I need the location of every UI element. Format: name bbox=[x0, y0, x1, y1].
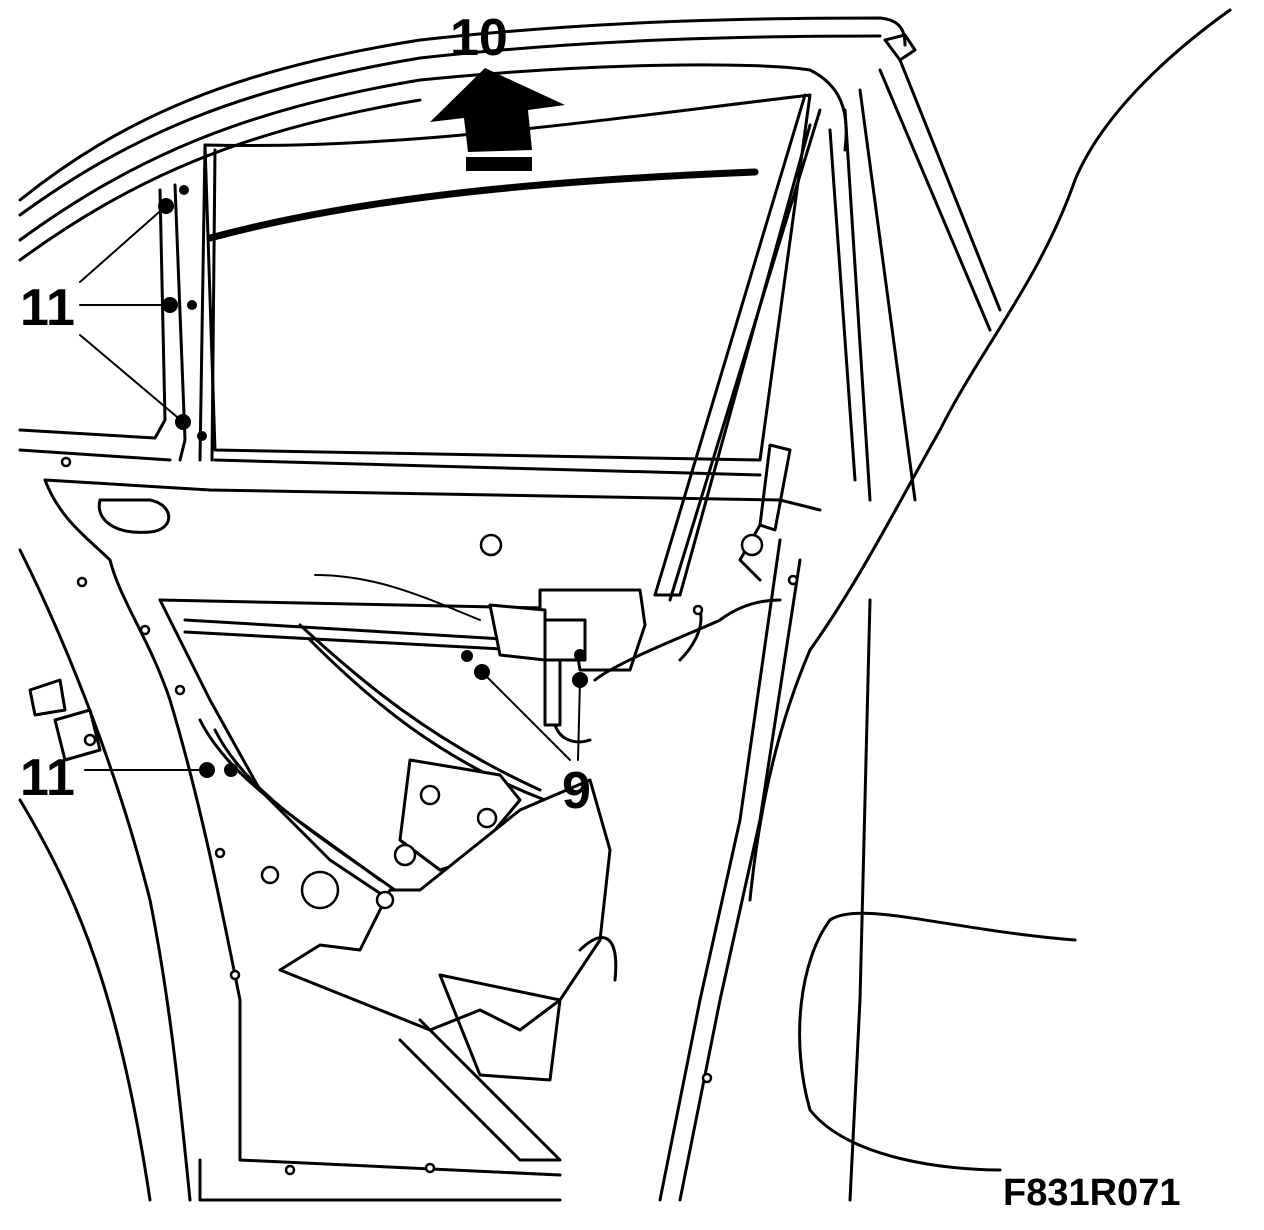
lower-bracket bbox=[278, 778, 612, 1032]
inner-panel bbox=[18, 478, 1077, 1202]
callout-9: 9 bbox=[562, 762, 591, 820]
up-arrow-icon bbox=[430, 68, 565, 152]
window-glass bbox=[198, 93, 822, 602]
callout-10: 10 bbox=[450, 9, 508, 67]
callout-11-upper: 11 bbox=[20, 279, 75, 337]
lift-arrow bbox=[430, 68, 565, 171]
leader-lines bbox=[79, 205, 581, 771]
door-frame bbox=[18, 8, 1232, 1202]
panel-holes bbox=[60, 456, 799, 1176]
figure-code: F831R071 bbox=[1003, 1172, 1180, 1214]
callout-11-lower: 11 bbox=[20, 749, 75, 807]
window-regulator bbox=[158, 443, 792, 1162]
glass-top-edge bbox=[206, 168, 759, 242]
